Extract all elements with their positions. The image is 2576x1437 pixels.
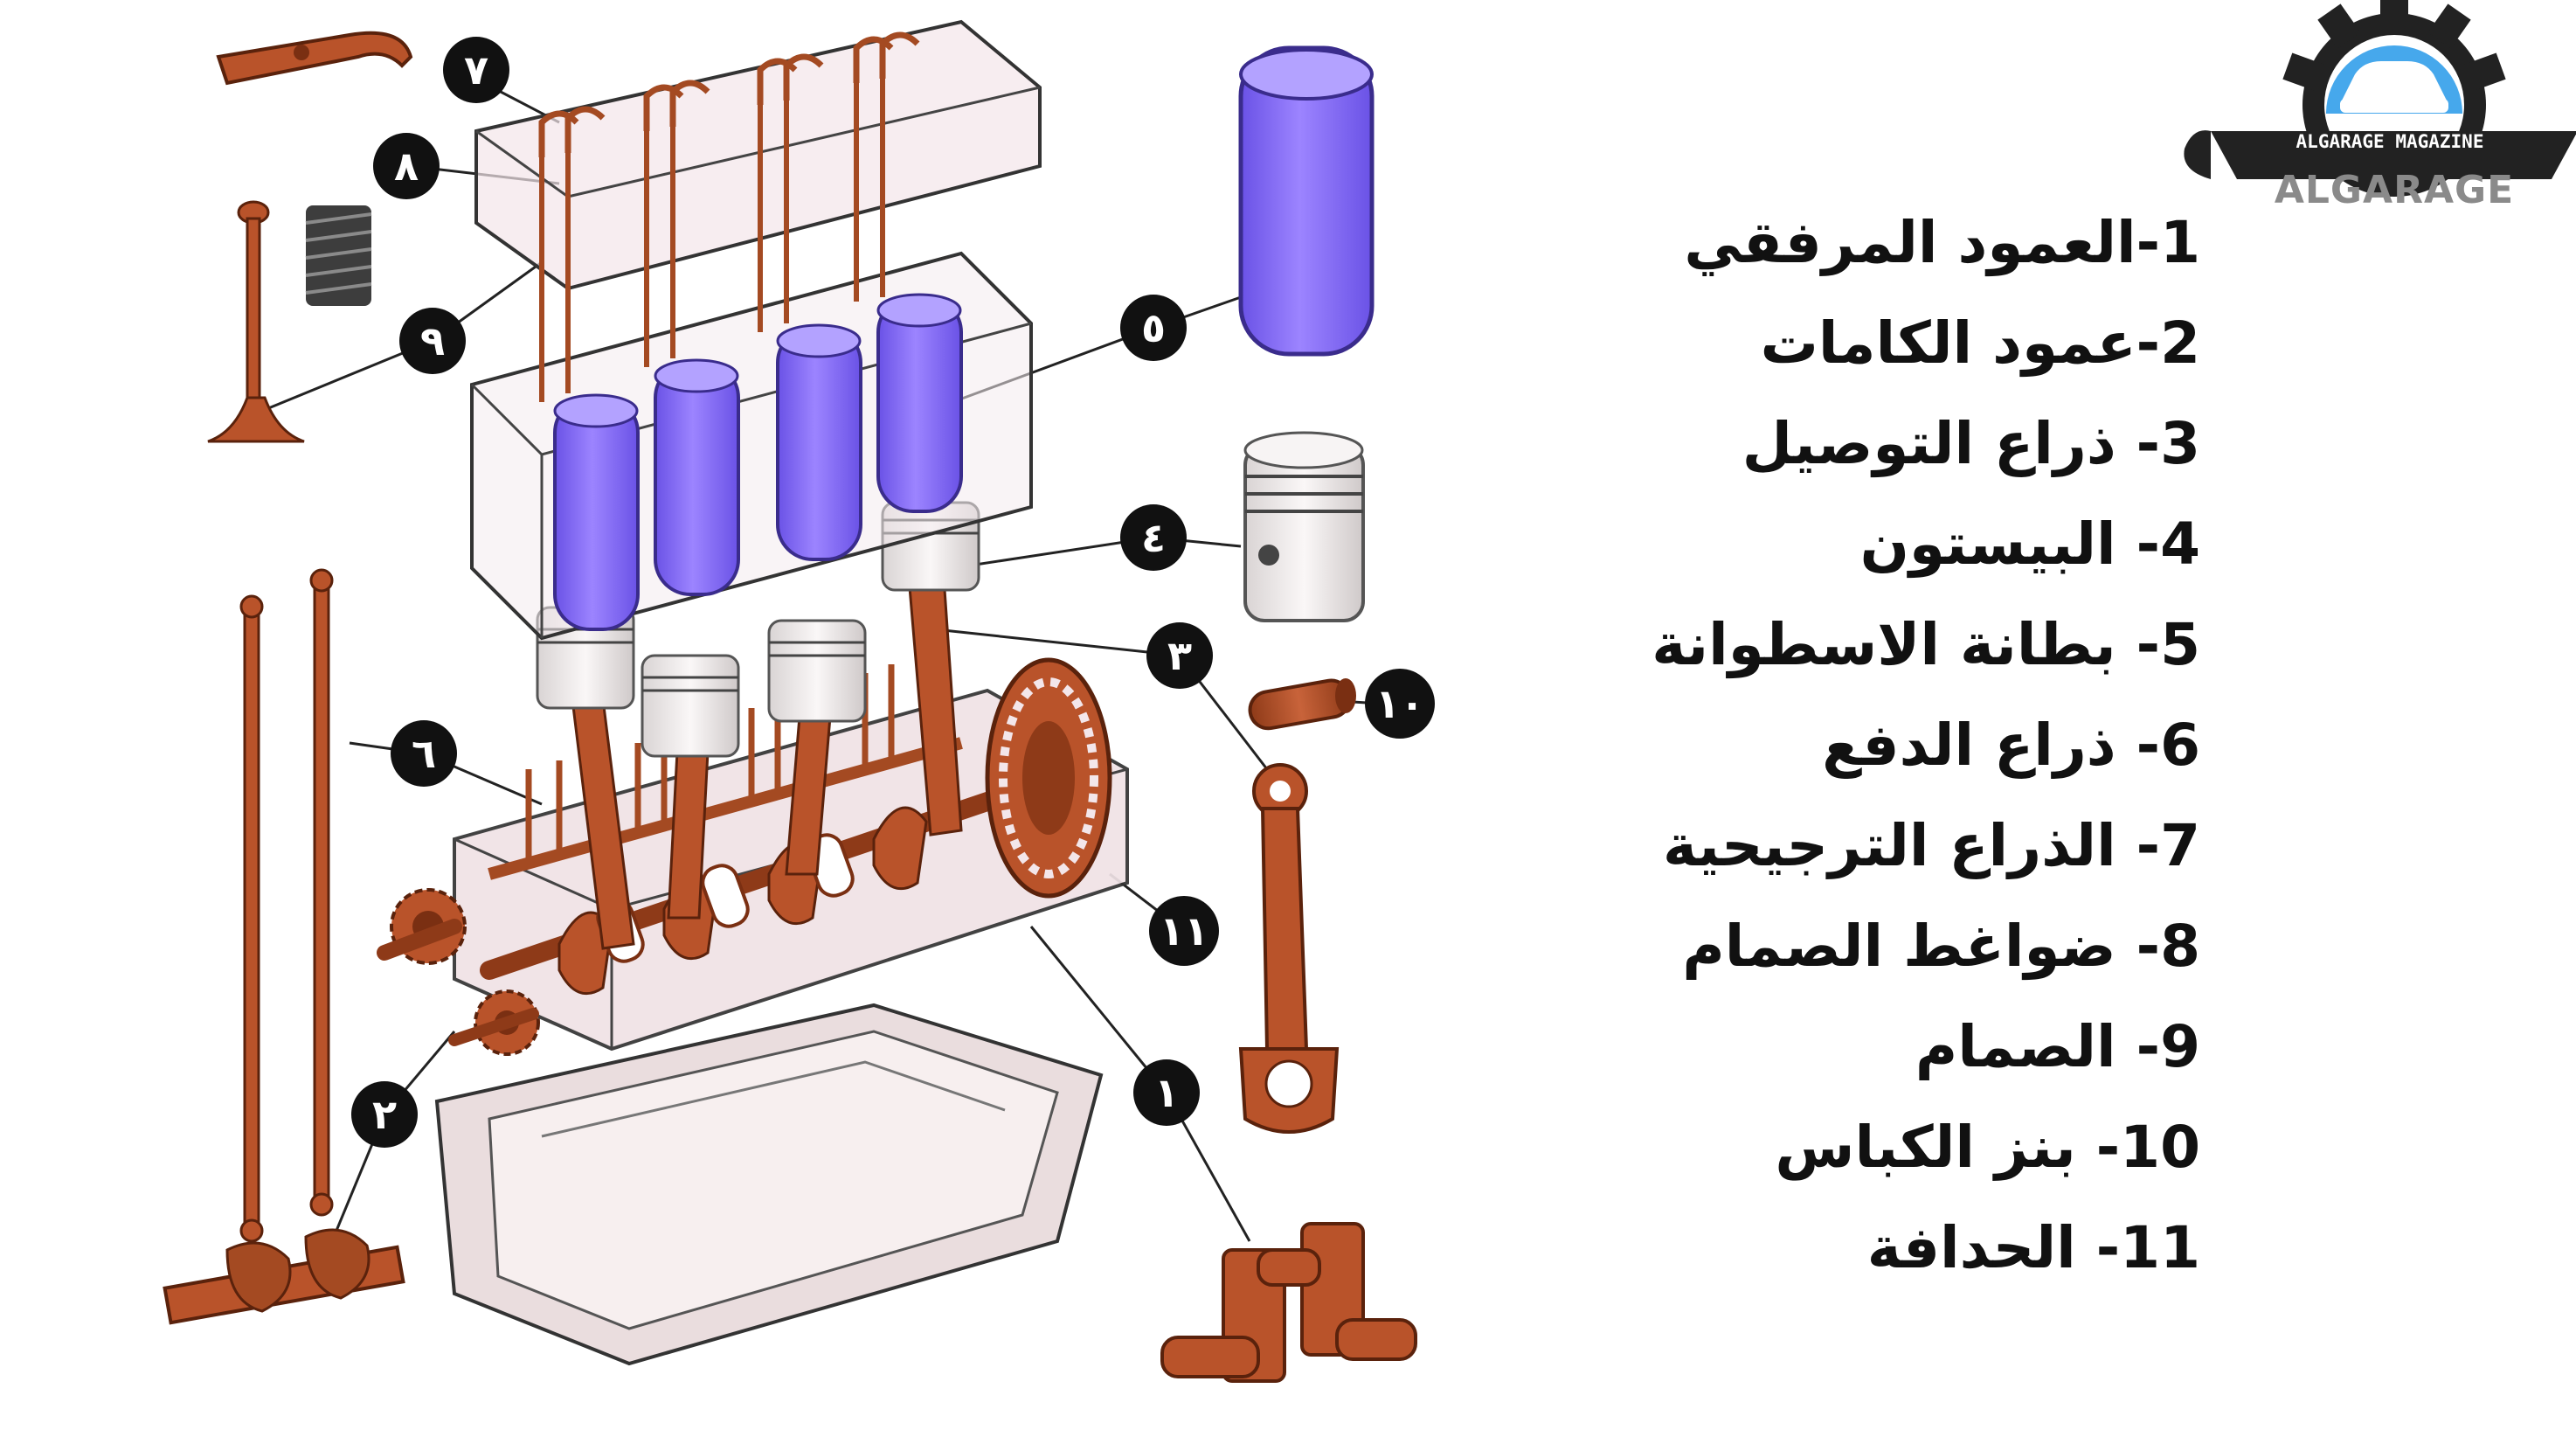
legend-item: 4- البيستون — [1859, 510, 2200, 578]
block-cylinder-liners — [553, 293, 963, 631]
rocker-arm-part — [216, 31, 413, 86]
legend-item: 9- الصمام — [1915, 1013, 2200, 1080]
piston-part — [1243, 431, 1365, 622]
callout-9: ٩ — [399, 308, 466, 374]
legend-item: 7- الذراع الترجيحية — [1663, 812, 2200, 879]
callout-6-label: ٦ — [412, 730, 436, 777]
callout-4: ٤ — [1120, 504, 1187, 571]
callout-7-label: ٧ — [464, 46, 488, 94]
car-icon — [2340, 61, 2448, 113]
camshaft-part — [163, 1228, 405, 1325]
callout-4-label: ٤ — [1141, 514, 1166, 561]
legend-item: 11- الحدافة — [1866, 1214, 2200, 1281]
timing-gears — [377, 888, 540, 1056]
callout-badges: ٧ ٨ ٩ ٥ ٤ ٣ ١٠ ٦ ١١ ١ ٢ — [351, 37, 1435, 1148]
valve-part — [207, 200, 305, 443]
callout-8: ٨ — [373, 133, 440, 199]
callout-11: ١١ — [1149, 896, 1219, 966]
callout-6: ٦ — [391, 720, 457, 787]
legend-item: 6- ذراع الدفع — [1822, 712, 2200, 779]
cylinder-liner-part — [1238, 45, 1375, 357]
callout-1-label: ١ — [1154, 1069, 1179, 1116]
engine-connecting-rods — [571, 575, 963, 950]
logo-name: ALGARAGE — [2274, 168, 2515, 212]
connecting-rod-part — [1238, 763, 1340, 1134]
legend-item: 10- بنز الكباس — [1775, 1114, 2200, 1181]
legend-item: 3- ذراع التوصيل — [1742, 410, 2200, 477]
callout-11-label: ١١ — [1160, 907, 1208, 955]
legend-item: 8- ضواغط الصمام — [1682, 913, 2200, 980]
cylinder-head — [474, 19, 1042, 402]
legend-item: 5- بطانة الاسطوانة — [1652, 611, 2200, 678]
callout-2: ٢ — [351, 1081, 418, 1148]
callout-10: ١٠ — [1365, 669, 1435, 739]
oil-pan — [434, 1003, 1104, 1366]
piston-pin-part — [1248, 678, 1356, 731]
legend-item: 2-عمود الكامات — [1760, 309, 2200, 377]
callout-10-label: ١٠ — [1375, 680, 1424, 727]
callout-7: ٧ — [443, 37, 509, 103]
algarage-logo — [2184, 0, 2576, 197]
callout-9-label: ٩ — [420, 317, 445, 364]
flywheel — [985, 657, 1112, 899]
callout-8-label: ٨ — [394, 142, 419, 190]
crankshaft-part — [1160, 1222, 1417, 1383]
legend-item: 1-العمود المرفقي — [1684, 209, 2200, 276]
callout-3: ٣ — [1146, 622, 1213, 689]
wrench-icon — [2184, 130, 2576, 179]
callout-5-label: ٥ — [1141, 304, 1166, 351]
callout-3-label: ٣ — [1167, 632, 1192, 679]
callout-1: ١ — [1133, 1059, 1200, 1126]
callout-5: ٥ — [1120, 295, 1187, 361]
callout-2-label: ٢ — [372, 1091, 397, 1138]
logo-banner-text: ALGARAGE MAGAZINE — [2296, 131, 2484, 152]
valve-spring-part — [305, 205, 372, 306]
parts-legend: 1-العمود المرفقي 2-عمود الكامات 3- ذراع … — [1414, 192, 2200, 1298]
push-rods-part — [239, 568, 334, 1243]
